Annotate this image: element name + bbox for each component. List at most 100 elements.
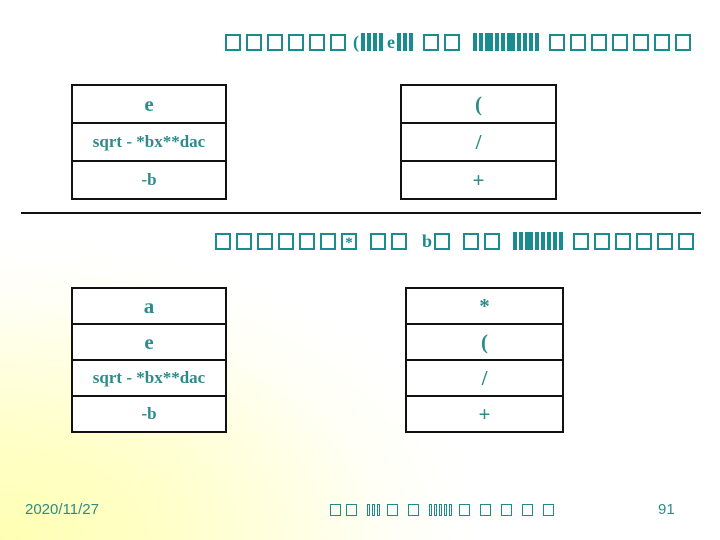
- missing-glyph-box-icon: [535, 33, 539, 51]
- missing-glyph-box-icon: [485, 33, 493, 51]
- missing-glyph-box-icon: [678, 232, 695, 250]
- missing-glyph-box-icon: [547, 232, 552, 250]
- missing-glyph-box-icon: [522, 504, 533, 516]
- missing-glyph-box-icon: [484, 232, 501, 250]
- glyph-gap: [455, 241, 463, 242]
- glyph-gap: [412, 241, 420, 242]
- missing-glyph-box-icon: [594, 232, 611, 250]
- missing-glyph-box-icon: [367, 33, 371, 51]
- missing-glyph-box-icon: [525, 232, 534, 250]
- table-cell: sqrt - *bx**dac: [73, 122, 225, 160]
- table-cell: -b: [73, 160, 225, 198]
- missing-glyph-box-icon: [463, 232, 480, 250]
- table-cell: /: [402, 122, 555, 160]
- missing-glyph-box-icon: [408, 504, 419, 516]
- missing-glyph-box-icon: [215, 232, 231, 250]
- lower-right-operator-stack-table: *(/+: [405, 287, 564, 433]
- glyph-gap: [415, 42, 423, 43]
- missing-glyph-box-icon: [633, 33, 649, 51]
- missing-glyph-box-icon: [444, 504, 447, 516]
- table-cell: e: [73, 323, 225, 359]
- missing-glyph-box-icon: [657, 232, 674, 250]
- missing-glyph-box-icon: [246, 33, 262, 51]
- footer-page-number: 91: [658, 501, 675, 518]
- missing-glyph-box-icon: [391, 232, 407, 250]
- glyph-char: b: [422, 231, 433, 251]
- table-cell: -b: [73, 395, 225, 431]
- missing-glyph-box-icon: [523, 33, 527, 51]
- missing-glyph-box-icon: [320, 232, 336, 250]
- missing-glyph-box-icon: [429, 504, 432, 516]
- table-cell: (: [475, 91, 482, 116]
- missing-glyph-box-icon: [299, 232, 315, 250]
- missing-glyph-box-icon: [501, 33, 505, 51]
- missing-glyph-box-icon: [330, 504, 341, 516]
- missing-glyph-box-icon: [654, 33, 670, 51]
- upper-left-stack-table: e sqrt - *bx**dac-b: [71, 84, 227, 200]
- missing-glyph-box-icon: [267, 33, 283, 51]
- missing-glyph-box-icon: [612, 33, 628, 51]
- missing-glyph-box-icon: [479, 33, 483, 51]
- missing-glyph-box-icon: [257, 232, 273, 250]
- missing-glyph-box-icon: [675, 33, 691, 51]
- missing-glyph-box-icon: [480, 504, 491, 516]
- table-cell: e: [144, 91, 154, 116]
- table-cell: a: [143, 293, 155, 318]
- missing-glyph-box-icon: [636, 232, 653, 250]
- glyph-char: (: [353, 32, 359, 52]
- missing-glyph-box-icon: [519, 232, 524, 250]
- missing-glyph-box-icon: [346, 504, 357, 516]
- missing-glyph-box-icon: [370, 232, 386, 250]
- missing-glyph-box-icon: [535, 232, 540, 250]
- missing-glyph-box-icon: [444, 33, 460, 51]
- glyph-gap: [505, 241, 513, 242]
- missing-glyph-box-icon: [278, 232, 294, 250]
- missing-glyph-box-icon: [377, 504, 380, 516]
- missing-glyph-box-icon: [553, 232, 558, 250]
- glyph-gap: [362, 241, 370, 242]
- missing-glyph-box-icon: [288, 33, 304, 51]
- missing-glyph-box-icon: [501, 504, 512, 516]
- missing-glyph-box-icon: [373, 33, 377, 51]
- table-cell: /: [407, 359, 562, 395]
- missing-glyph-box-icon: [439, 504, 442, 516]
- missing-glyph-box-icon: [507, 33, 515, 51]
- missing-glyph-box-icon: [549, 33, 565, 51]
- missing-glyph-box-icon: [434, 504, 437, 516]
- table-cell: *: [479, 293, 490, 318]
- glyph-gap: [465, 42, 473, 43]
- missing-glyph-box-icon: [573, 232, 590, 250]
- missing-glyph-box-icon: [449, 504, 452, 516]
- missing-glyph-box-icon: [367, 504, 370, 516]
- upper-right-operator-stack-table: ( /+: [400, 84, 557, 200]
- missing-glyph-box-icon: [473, 33, 477, 51]
- missing-glyph-box-icon: [309, 33, 325, 51]
- missing-glyph-box-icon: [591, 33, 607, 51]
- table-cell: (: [407, 323, 562, 359]
- missing-glyph-box-icon: [423, 33, 439, 51]
- table-cell: sqrt - *bx**dac: [73, 359, 225, 395]
- missing-glyph-box-icon: [361, 33, 365, 51]
- slide-title-lower-missing-glyphs: *b: [215, 231, 720, 257]
- missing-glyph-box-icon: [397, 33, 401, 51]
- missing-glyph-box-icon: [434, 232, 451, 250]
- footer-missing-glyphs: [330, 504, 559, 516]
- missing-glyph-box-icon: [236, 232, 252, 250]
- missing-glyph-box-icon: *: [341, 232, 357, 251]
- missing-glyph-box-icon: [225, 33, 241, 51]
- missing-glyph-box-icon: [559, 232, 564, 250]
- missing-glyph-box-icon: [615, 232, 632, 250]
- footer-date: 2020/11/27: [25, 501, 99, 518]
- missing-glyph-box-icon: [543, 504, 554, 516]
- missing-glyph-box-icon: [529, 33, 533, 51]
- missing-glyph-box-icon: [541, 232, 546, 250]
- missing-glyph-box-icon: [570, 33, 586, 51]
- missing-glyph-box-icon: [495, 33, 499, 51]
- missing-glyph-box-icon: [517, 33, 521, 51]
- table-cell: +: [402, 160, 555, 198]
- glyph-gap: [541, 42, 549, 43]
- missing-glyph-box-icon: [513, 232, 518, 250]
- slide-title-upper-missing-glyphs: (e: [225, 32, 720, 58]
